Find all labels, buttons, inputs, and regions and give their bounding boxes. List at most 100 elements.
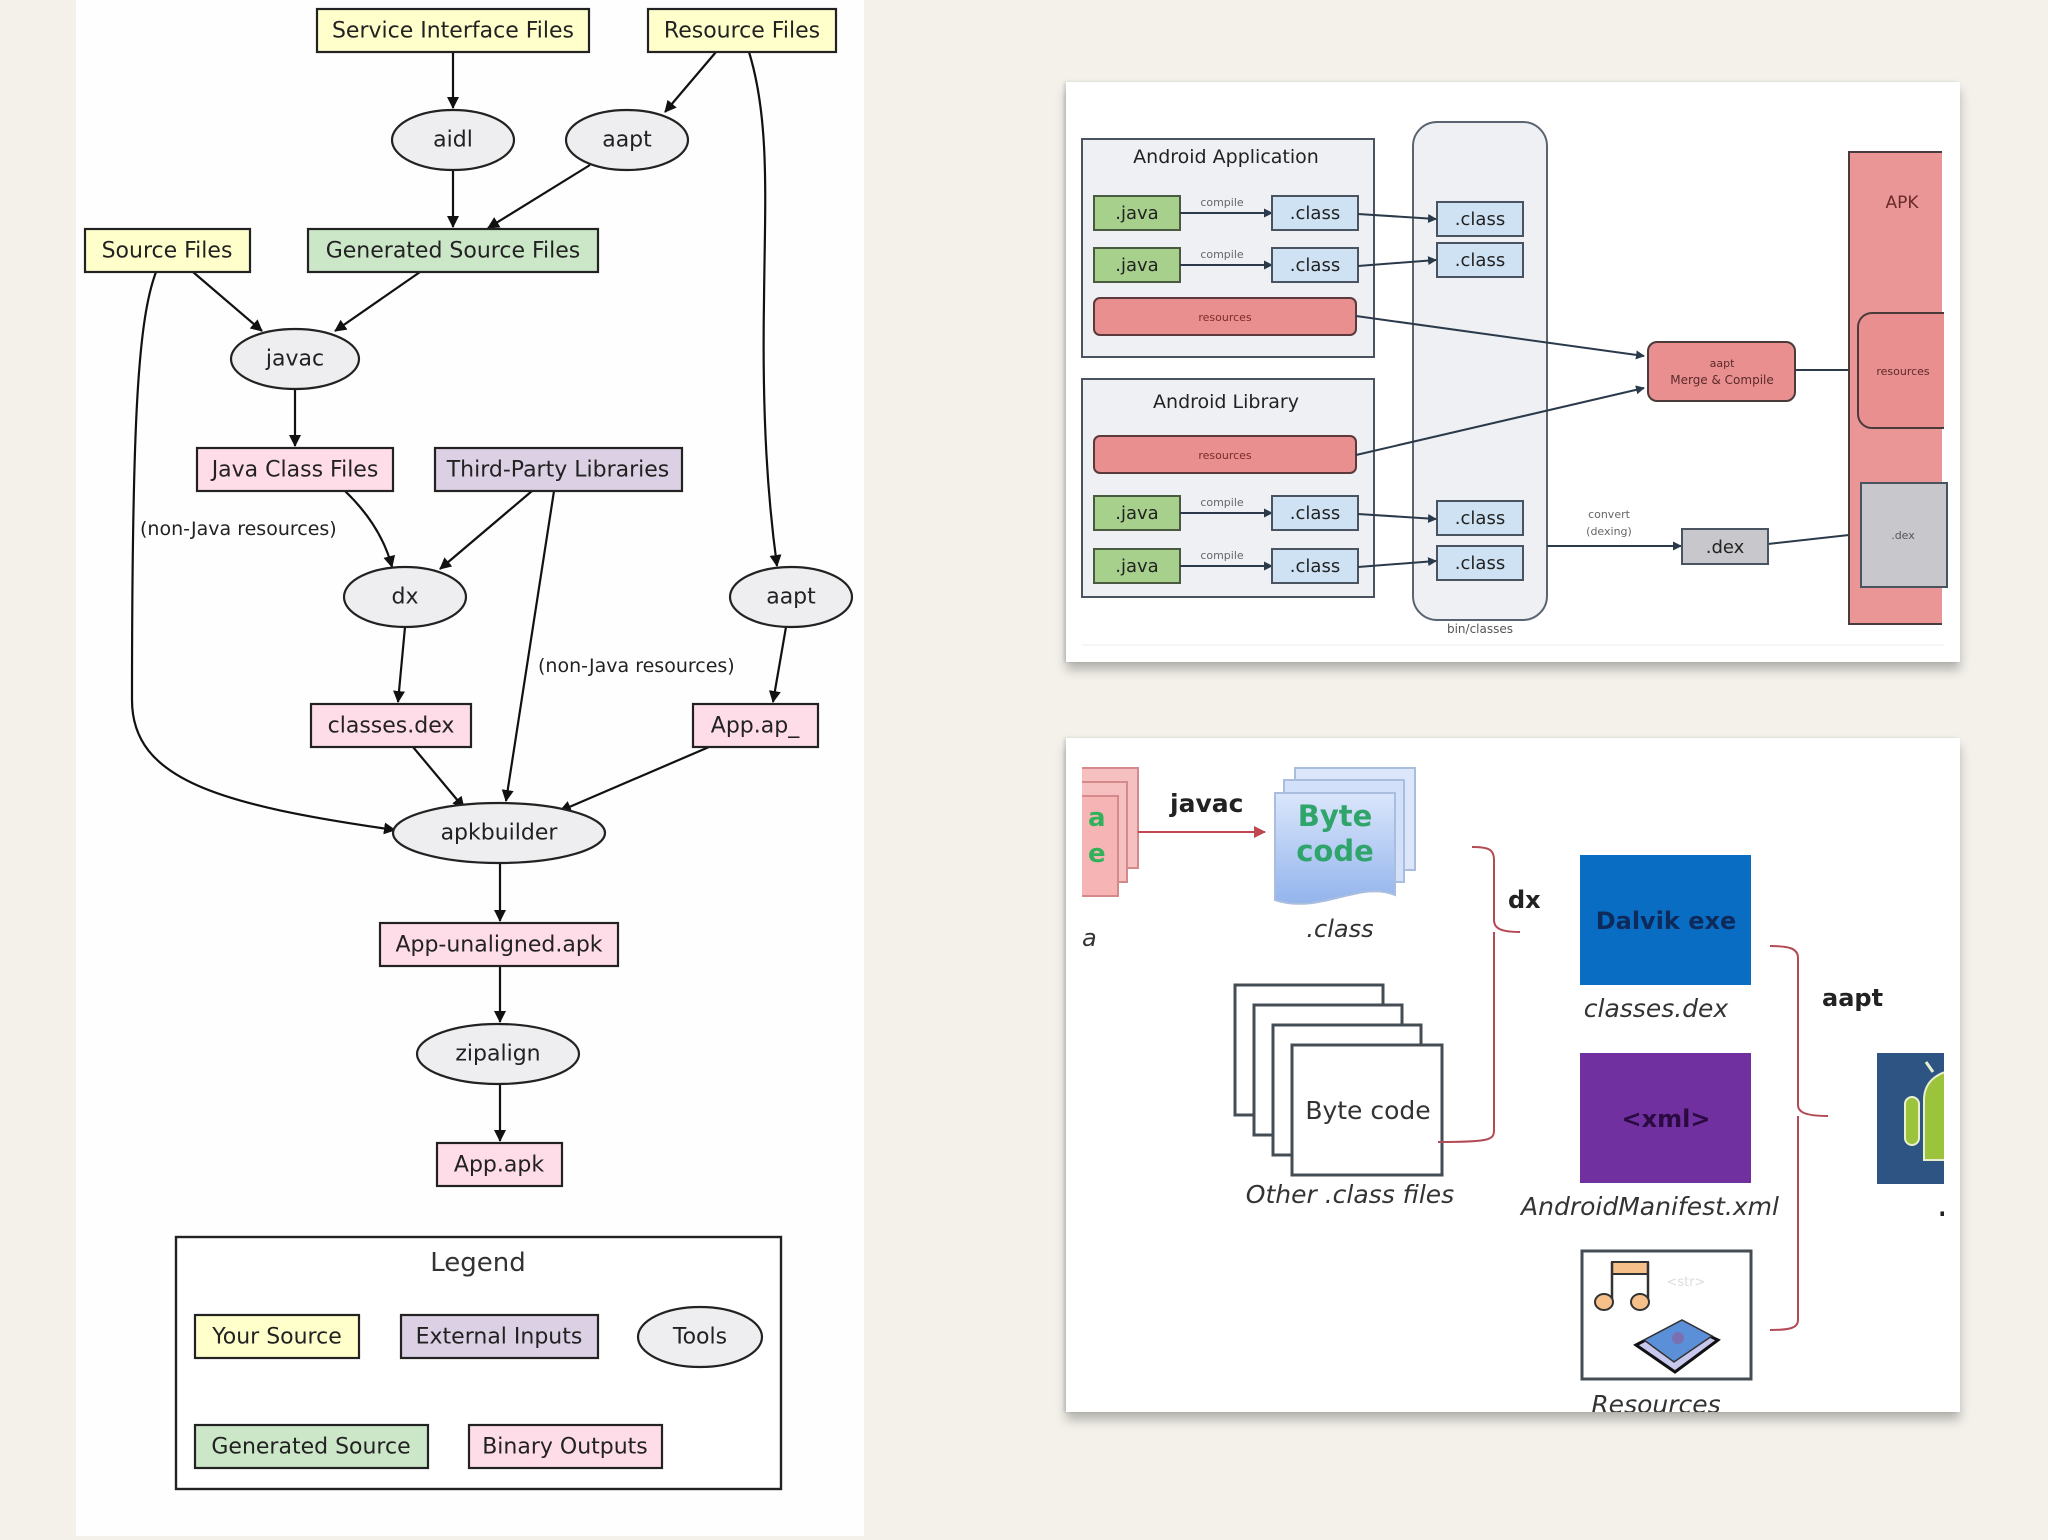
node-javac-tool[interactable]: javac xyxy=(229,327,361,391)
bytecode-class-stack: Byte code .class xyxy=(1274,767,1416,943)
other-class-files-stack: Byte code Other .class files xyxy=(1233,983,1454,1209)
svg-text:aapt: aapt xyxy=(766,585,816,610)
java-source-stack: a e a xyxy=(1082,767,1139,952)
legend-item-generated-source: Generated Source xyxy=(193,1423,430,1470)
svg-text:.class: .class xyxy=(1455,250,1505,271)
svg-text:compile: compile xyxy=(1200,248,1244,261)
node-source-files[interactable]: Source Files xyxy=(83,227,252,274)
svg-text:.java: .java xyxy=(1115,503,1158,524)
dex-box: .dex xyxy=(1681,528,1769,565)
class-file-box xyxy=(1271,195,1359,231)
edge-gen-javac xyxy=(334,271,421,332)
svg-text:Merge & Compile: Merge & Compile xyxy=(1670,373,1774,387)
build-graph: (non-Java resources) (non-Java resources… xyxy=(83,7,854,1491)
node-aapt-tool-bottom[interactable]: aapt xyxy=(728,565,854,629)
aapt-bracket xyxy=(1769,945,1829,1331)
svg-text:a: a xyxy=(1088,803,1106,833)
svg-text:.class: .class xyxy=(1306,915,1373,943)
bin-class-box xyxy=(1436,500,1524,536)
svg-text:Service Interface Files: Service Interface Files xyxy=(332,19,574,44)
edge-classfiles-dx xyxy=(344,490,396,568)
node-zipalign-tool[interactable]: zipalign xyxy=(415,1022,581,1086)
class-to-bin-arrows xyxy=(1355,213,1859,568)
svg-text:.class: .class xyxy=(1455,553,1505,574)
dexing-label: (dexing) xyxy=(1586,525,1632,538)
build-process-diagram: bin/classes Android Application .java co… xyxy=(1081,121,1964,646)
javac-label: javac xyxy=(1169,789,1243,818)
bin-class-box xyxy=(1436,201,1524,237)
node-service-interface-files[interactable]: Service Interface Files xyxy=(315,7,591,54)
svg-text:aidl: aidl xyxy=(433,128,473,153)
edge-label-libs-non-java: (non-Java resources) xyxy=(538,655,735,677)
svg-text:Byte code: Byte code xyxy=(1305,1096,1430,1125)
edge-src-apkbuilder xyxy=(130,271,396,835)
apk-caption: .a xyxy=(1938,1194,1960,1222)
apk-dex-box xyxy=(1860,482,1948,588)
android-manifest-box: <xml> AndroidManifest.xml xyxy=(1519,1053,1779,1221)
svg-text:.class: .class xyxy=(1455,209,1505,230)
svg-text:compile: compile xyxy=(1200,496,1244,509)
picture-icon xyxy=(1633,1319,1721,1374)
svg-text:Third-Party Libraries: Third-Party Libraries xyxy=(446,458,670,483)
legend: Legend Your Source External Inputs Tools… xyxy=(174,1235,783,1491)
edge-src-javac xyxy=(192,271,263,332)
music-note-icon xyxy=(1594,1261,1650,1311)
svg-text:App-unaligned.apk: App-unaligned.apk xyxy=(395,933,602,958)
node-app-unaligned-apk[interactable]: App-unaligned.apk xyxy=(378,921,620,968)
svg-text:zipalign: zipalign xyxy=(455,1042,540,1067)
svg-text:AndroidManifest.xml: AndroidManifest.xml xyxy=(1519,1192,1779,1221)
node-dx-tool[interactable]: dx xyxy=(342,565,468,629)
svg-text:External Inputs: External Inputs xyxy=(416,1325,583,1350)
svg-text:Dalvik exe: Dalvik exe xyxy=(1596,907,1737,935)
svg-text:.dex: .dex xyxy=(1891,529,1915,542)
android-build-graph-panel: (non-Java resources) (non-Java resources… xyxy=(76,0,864,1536)
node-app-ap[interactable]: App.ap_ xyxy=(691,702,820,749)
apk-packaging-panel: a e a javac Byte code .class xyxy=(1066,738,1960,1412)
node-apkbuilder-tool[interactable]: apkbuilder xyxy=(391,801,607,865)
legend-item-tools: Tools xyxy=(636,1305,764,1369)
edge-aapt-gen xyxy=(487,164,591,229)
svg-text:aapt: aapt xyxy=(602,128,652,153)
node-classes-dex[interactable]: classes.dex xyxy=(309,702,473,749)
svg-text:apkbuilder: apkbuilder xyxy=(441,821,559,846)
node-generated-source-files[interactable]: Generated Source Files xyxy=(306,227,600,274)
aapt-label: aapt xyxy=(1822,984,1883,1012)
edge-libs-apkbuilder xyxy=(501,490,556,802)
node-aidl-tool[interactable]: aidl xyxy=(390,108,516,172)
node-app-apk[interactable]: App.apk xyxy=(435,1141,564,1188)
edge-dx-classesdex xyxy=(393,626,407,703)
svg-text:compile: compile xyxy=(1200,549,1244,562)
legend-item-your-source: Your Source xyxy=(193,1313,361,1360)
apk-packaging-diagram: a e a javac Byte code .class xyxy=(1082,767,1960,1412)
dalvik-exe-box: Dalvik exe classes.dex xyxy=(1580,855,1751,1023)
svg-text:classes.dex: classes.dex xyxy=(1584,994,1729,1023)
svg-text:Generated Source Files: Generated Source Files xyxy=(326,239,581,264)
dx-bracket xyxy=(1437,846,1521,1143)
node-third-party-libraries[interactable]: Third-Party Libraries xyxy=(433,446,684,493)
svg-text:Byte: Byte xyxy=(1298,799,1373,833)
android-library-group: Android Library resources .java compile … xyxy=(1081,378,1375,598)
svg-text:javac: javac xyxy=(265,347,324,372)
svg-text:Source Files: Source Files xyxy=(102,239,233,264)
resources-box: <str> Resources xyxy=(1580,1249,1753,1412)
svg-text:.dex: .dex xyxy=(1706,537,1745,558)
svg-text:Your Source: Your Source xyxy=(211,1325,342,1350)
string-resource-icon: <str> xyxy=(1667,1275,1706,1290)
svg-text:resources: resources xyxy=(1198,449,1252,462)
class-file-box xyxy=(1271,548,1359,584)
svg-text:App.ap_: App.ap_ xyxy=(711,714,800,739)
svg-text:App.apk: App.apk xyxy=(454,1153,544,1178)
node-aapt-tool-top[interactable]: aapt xyxy=(564,108,690,172)
apk-container: APK resources .dex xyxy=(1848,148,1964,628)
node-resource-files[interactable]: Resource Files xyxy=(646,7,838,54)
svg-text:.class: .class xyxy=(1290,203,1340,224)
svg-text:Binary Outputs: Binary Outputs xyxy=(482,1435,648,1460)
node-java-class-files[interactable]: Java Class Files xyxy=(195,446,395,493)
edge-classesdex-apkbuilder xyxy=(412,746,465,809)
svg-text:resources: resources xyxy=(1198,311,1252,324)
legend-title: Legend xyxy=(430,1248,526,1278)
svg-text:Other .class files: Other .class files xyxy=(1246,1180,1454,1209)
edge-res-aapt2 xyxy=(747,51,782,567)
svg-text:.class: .class xyxy=(1455,508,1505,529)
svg-text:.class: .class xyxy=(1290,503,1340,524)
